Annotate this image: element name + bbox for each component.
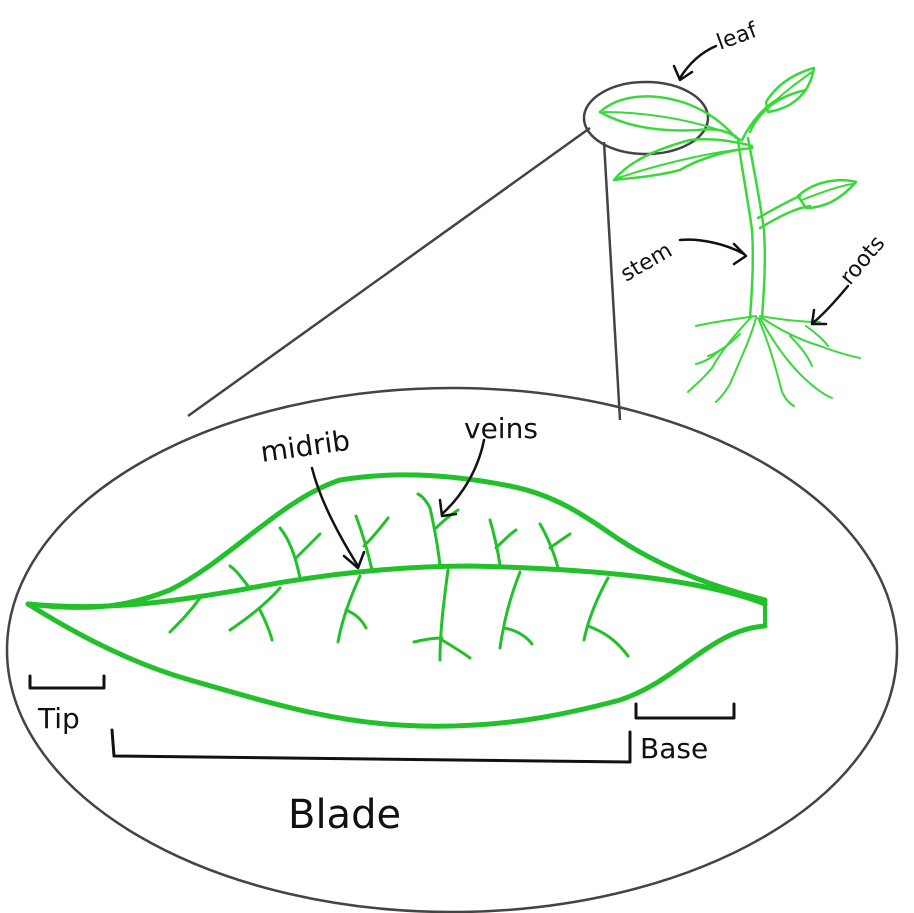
plant-drawing xyxy=(600,68,860,406)
leaf-label: leaf xyxy=(714,18,762,56)
base-bracket xyxy=(636,704,734,718)
leaf-selection-ellipse xyxy=(584,82,708,154)
zoom-connector-lines xyxy=(188,128,620,420)
leaf-outline-upper xyxy=(28,475,765,608)
veins-label: veins xyxy=(464,412,538,445)
midrib-label: midrib xyxy=(258,424,352,469)
leaf-outline-lower xyxy=(28,604,765,726)
leaf-veins-lower xyxy=(170,570,628,660)
stem-arrow xyxy=(680,240,744,254)
magnified-view-ellipse xyxy=(7,388,897,912)
base-label: Base xyxy=(640,732,708,765)
annotation-arrows xyxy=(312,46,848,568)
blade-bracket xyxy=(112,730,630,762)
roots-arrow xyxy=(814,286,848,322)
stem-label: stem xyxy=(617,238,677,287)
leaf-arrow xyxy=(680,46,716,78)
tip-bracket xyxy=(30,676,104,688)
magnified-leaf xyxy=(28,475,765,726)
roots-label: roots xyxy=(835,231,890,290)
blade-label: Blade xyxy=(288,792,401,838)
region-brackets xyxy=(30,676,734,762)
tip-label: Tip xyxy=(37,702,80,735)
